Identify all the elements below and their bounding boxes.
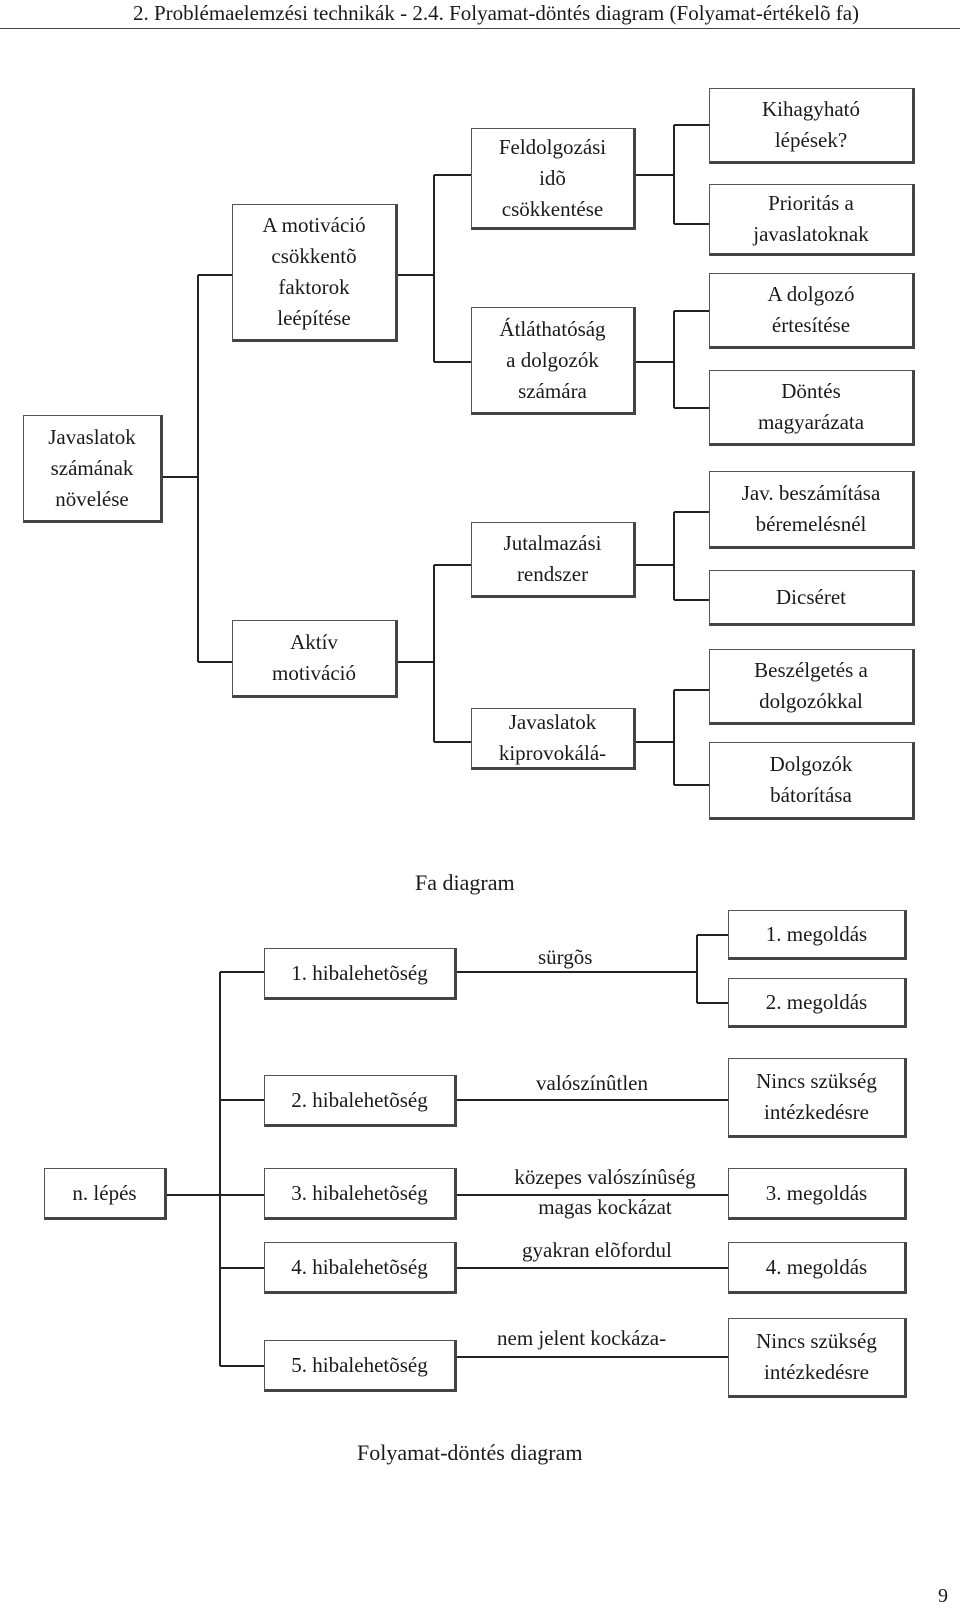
tree-level2-node: Átláthatóság a dolgozók számára (471, 307, 636, 415)
tree-leaf-node: Jav. beszámítása béremelésnél (709, 471, 915, 549)
node-label: Beszélgetés a dolgozókkal (754, 658, 868, 713)
possibility-node: 2. hibalehetõség (264, 1075, 457, 1127)
condition-label: gyakran elõfordul (522, 1238, 672, 1262)
possibility-node: 4. hibalehetõség (264, 1242, 457, 1294)
node-label: 3. hibalehetõség (291, 1180, 428, 1205)
node-label: n. lépés (72, 1180, 137, 1205)
node-label: Aktív motiváció (272, 630, 356, 685)
node-label: Jutalmazási rendszer (503, 531, 602, 586)
condition-label: közepes valószínûség magas kockázat (514, 1165, 696, 1219)
solution-node: 2. megoldás (728, 978, 907, 1028)
header-title: 2. Problémaelemzési technikák - 2.4. Fol… (133, 1, 860, 25)
tree-leaf-node: Kihagyható lépések? (709, 88, 915, 164)
flow-caption: Folyamat-döntés diagram (357, 1440, 583, 1465)
node-label: 5. hibalehetõség (291, 1352, 428, 1377)
node-label: Feldolgozási idõ csökkentése (498, 134, 607, 221)
node-label: Kihagyható lépések? (762, 97, 860, 152)
page-number: 9 (938, 1585, 948, 1607)
node-label: Átláthatóság a dolgozók számára (499, 316, 606, 403)
node-label: Dolgozók bátorítása (769, 752, 853, 807)
node-label: 4. megoldás (765, 1254, 868, 1279)
solution-node: Nincs szükség intézkedésre (728, 1058, 907, 1138)
possibility-node: 5. hibalehetõség (264, 1340, 457, 1392)
node-label: Dicséret (776, 584, 846, 609)
node-label: 1. hibalehetõség (291, 960, 428, 985)
node-label: 4. hibalehetõség (291, 1254, 428, 1279)
node-label: 2. megoldás (765, 989, 868, 1014)
flow-start-node: n. lépés (44, 1168, 167, 1220)
tree-root-node: Javaslatok számának növelése (23, 415, 163, 523)
node-label: 2. hibalehetõség (291, 1087, 428, 1112)
tree-caption: Fa diagram (415, 870, 515, 895)
node-label: A dolgozó értesítése (767, 282, 855, 337)
solution-node: 1. megoldás (728, 910, 907, 960)
tree-level2-node: Javaslatok kiprovokálá- (471, 708, 636, 770)
condition-label: sürgõs (538, 945, 593, 969)
node-label: Nincs szükség intézkedésre (756, 1069, 877, 1124)
node-label: 3. megoldás (765, 1180, 868, 1205)
solution-node: Nincs szükség intézkedésre (728, 1318, 907, 1398)
tree-level1-node: A motiváció csökkentõ faktorok leépítése (232, 204, 398, 342)
node-label: Jav. beszámítása béremelésnél (741, 481, 881, 536)
possibility-node: 1. hibalehetõség (264, 948, 457, 1000)
node-label: A motiváció csökkentõ faktorok leépítése (262, 213, 366, 330)
node-label: Döntés magyarázata (757, 379, 865, 434)
node-label: Nincs szükség intézkedésre (756, 1329, 877, 1384)
node-label: Javaslatok kiprovokálá- (498, 710, 607, 765)
tree-root-label: Javaslatok számának növelése (48, 424, 136, 511)
tree-leaf-node: Döntés magyarázata (709, 370, 915, 446)
page-header: 2. Problémaelemzési technikák - 2.4. Fol… (0, 0, 960, 29)
tree-level2-node: Feldolgozási idõ csökkentése (471, 128, 636, 230)
tree-level1-node: Aktív motiváció (232, 620, 398, 698)
tree-leaf-node: Beszélgetés a dolgozókkal (709, 649, 915, 725)
possibility-node: 3. hibalehetõség (264, 1168, 457, 1220)
tree-level2-node: Jutalmazási rendszer (471, 522, 636, 598)
condition-label: valószínûtlen (536, 1071, 648, 1095)
tree-leaf-node: Prioritás a javaslatoknak (709, 184, 915, 256)
solution-node: 4. megoldás (728, 1242, 907, 1294)
node-label: Prioritás a javaslatoknak (753, 191, 869, 246)
tree-leaf-node: Dolgozók bátorítása (709, 742, 915, 820)
tree-leaf-node: Dicséret (709, 570, 915, 626)
solution-node: 3. megoldás (728, 1168, 907, 1220)
tree-leaf-node: A dolgozó értesítése (709, 273, 915, 349)
condition-label: nem jelent kockáza- (497, 1326, 667, 1350)
node-label: 1. megoldás (765, 921, 868, 946)
